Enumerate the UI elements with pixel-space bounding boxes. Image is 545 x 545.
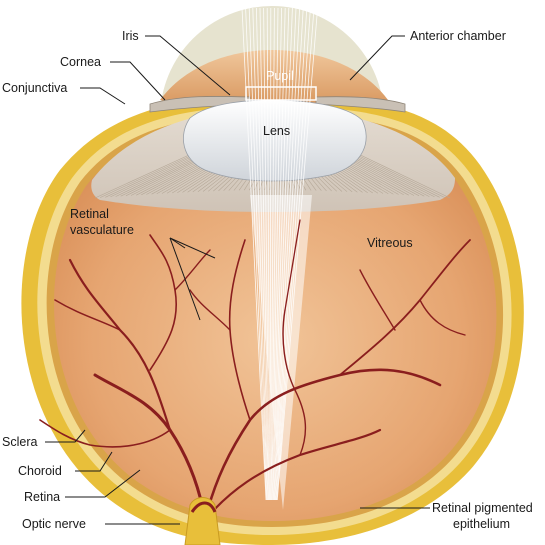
zonular-fiber	[345, 150, 440, 198]
label-cornea: Cornea	[60, 55, 101, 69]
label-anterior-chamber: Anterior chamber	[410, 29, 506, 43]
retinal-vasculature	[39, 219, 471, 522]
zonular-fiber	[347, 150, 446, 198]
label-rpe-1: Retinal pigmented	[432, 501, 533, 515]
label-conjunctiva: Conjunctiva	[2, 81, 67, 95]
light-ray	[241, 7, 267, 501]
label-vitreous: Vitreous	[367, 236, 413, 250]
label-lens: Lens	[263, 124, 290, 138]
label-choroid: Choroid	[18, 464, 62, 478]
label-optic-nerve: Optic nerve	[22, 517, 86, 531]
optic-disc	[190, 501, 217, 513]
zonular-fiber	[99, 150, 203, 198]
label-sclera: Sclera	[2, 435, 37, 449]
iris-right	[315, 96, 406, 113]
lens	[183, 99, 367, 182]
label-rpe-2: epithelium	[453, 517, 510, 531]
zonular-fiber	[349, 149, 451, 199]
leader-lines	[45, 35, 430, 525]
zonular-fiber	[105, 150, 205, 198]
label-retina: Retina	[24, 490, 60, 504]
zonular-fiber	[94, 149, 201, 199]
light-cone	[250, 195, 312, 510]
label-retinal-vasculature-2: vasculature	[70, 223, 134, 237]
label-iris: Iris	[122, 29, 139, 43]
label-pupil: Pupil	[266, 69, 294, 83]
zonular-fiber	[343, 151, 435, 198]
light-ray	[245, 7, 267, 501]
label-retinal-vasculature-1: Retinal	[70, 207, 109, 221]
